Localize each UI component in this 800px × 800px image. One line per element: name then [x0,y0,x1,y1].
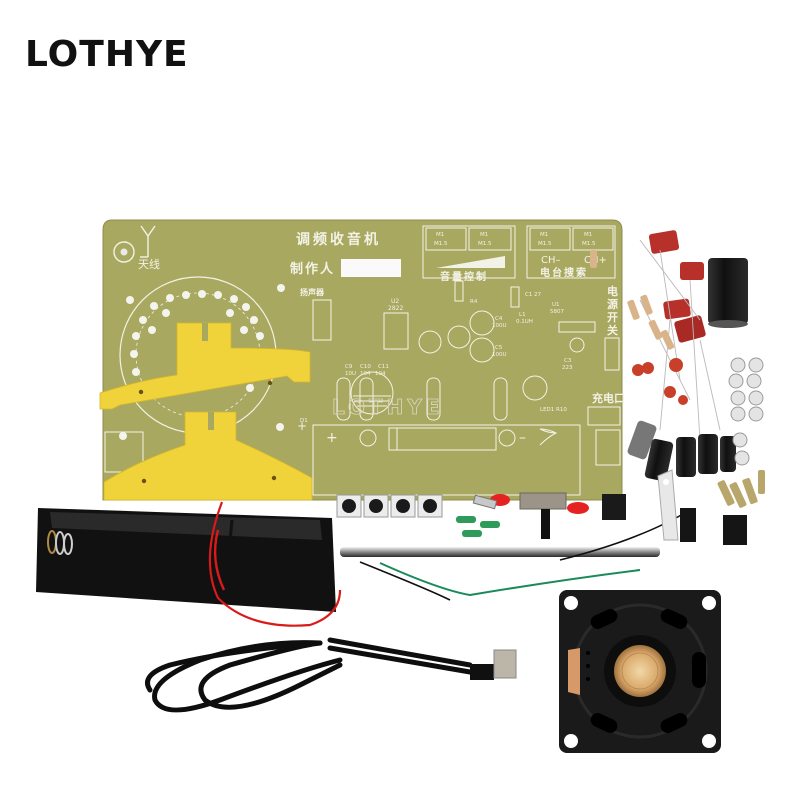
battery-holder [36,501,342,627]
volume-label: 音量控制 [440,270,488,283]
green-wire [379,562,641,597]
inductors [456,516,500,537]
maker-label: 制作人 [290,261,335,277]
antenna-label: 天线 [138,257,160,271]
pad-label: M1.5 [434,241,448,247]
large-electrolytic-capacitor [708,258,748,328]
usb-connector [493,649,517,679]
svg-text:2822: 2822 [388,305,403,312]
crystal [472,494,498,510]
telescopic-antenna [340,547,660,557]
film-capacitors [648,230,706,343]
svg-text:–: – [519,430,526,446]
slide-switch [519,492,567,539]
svg-text:源: 源 [607,297,618,311]
maker-name-box [341,259,401,277]
volume-control-pads [422,225,516,279]
red-led [567,502,589,514]
svg-text:10U: 10U [345,371,356,377]
svg-text:C1: C1 [525,292,532,298]
pad-label: M1.5 [538,241,552,247]
power-switch-label: 电 源 开 关 [607,284,618,337]
svg-text:电: 电 [607,284,618,298]
svg-text:U2: U2 [391,298,399,305]
svg-text:+: + [297,419,307,433]
svg-text:100U: 100U [492,352,507,358]
dip8-ic [680,508,747,545]
charge-port-label: 充电口 [592,391,625,405]
svg-text:C10: C10 [360,364,371,370]
svg-text:27: 27 [534,292,541,298]
battery-outline [312,424,621,496]
tactile-buttons [336,494,443,518]
spring-contact-icon [47,530,73,555]
svg-text:104: 104 [375,371,386,377]
svg-text:C11: C11 [378,364,389,370]
svg-text:C9: C9 [345,364,353,370]
capacitor-footprints [336,280,596,421]
usb-plug-housing [470,664,494,680]
screws [717,470,765,508]
nuts [728,357,764,466]
board-title: 调频收音机 [296,231,381,248]
ceramic-capacitors [632,358,688,405]
pad-label: M1 [480,232,488,238]
svg-text:L1: L1 [519,312,526,318]
svg-text:223: 223 [562,365,573,371]
svg-text:5807: 5807 [550,309,564,315]
u2-footprint [383,312,409,350]
electrolytic-capacitors [627,420,736,482]
speaker-label: 扬声器 [300,287,325,297]
svg-text:关: 关 [607,323,618,337]
heatsink-tab [657,469,679,541]
svg-text:C3: C3 [564,358,572,364]
svg-text:D1: D1 [300,418,308,424]
audio-jack [602,494,626,520]
pad-label: M1 [436,232,444,238]
ch-minus-label: CH– [541,255,561,266]
svg-text:100U: 100U [492,323,507,329]
svg-text:LED1: LED1 [540,407,554,413]
black-wire [359,561,451,601]
dial-bracket-top [99,322,311,410]
speaker [559,590,721,753]
svg-text:+: + [326,430,338,446]
pad-label: M1 [540,232,548,238]
svg-text:R4: R4 [470,299,478,305]
watermark: LOTHYE [332,395,444,419]
svg-text:0.1UH: 0.1UH [516,319,533,325]
pad-label: M1.5 [582,241,596,247]
pad-label: M1.5 [478,241,492,247]
svg-text:C5: C5 [495,345,503,351]
station-search-label: 电台搜索 [540,266,588,279]
dial-bracket-bottom [103,411,313,501]
svg-text:C4: C4 [495,316,503,322]
antenna-symbol-icon [113,225,156,263]
svg-text:U1: U1 [552,302,560,308]
usb-cable [145,637,473,713]
brand-logo: LOTHYE [25,34,189,75]
pad-label: M1 [584,232,592,238]
svg-text:开: 开 [607,311,618,324]
svg-text:R10: R10 [556,407,567,413]
svg-text:104: 104 [360,371,371,377]
resistors [590,250,675,350]
